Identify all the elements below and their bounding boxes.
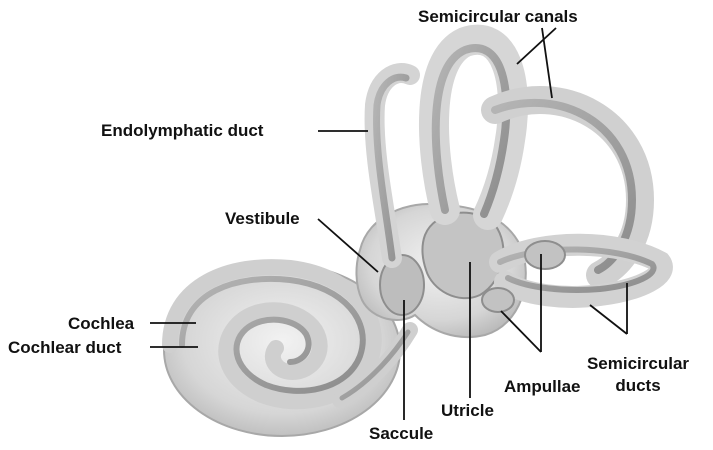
leader-semicircular-ducts-b [590,305,627,334]
label-endolymphatic-duct: Endolymphatic duct [101,121,263,140]
label-saccule: Saccule [369,424,433,443]
label-utricle: Utricle [441,401,494,420]
label-ampullae: Ampullae [504,377,581,396]
leader-semicircular-canals-a [517,28,556,64]
label-cochlear-duct: Cochlear duct [8,338,121,357]
label-cochlea: Cochlea [68,314,134,333]
ampulla-1 [525,241,565,269]
leader-ampullae-b [501,311,541,352]
label-vestibule: Vestibule [225,209,300,228]
label-semicircular-ducts-line2: ducts [579,376,697,395]
ampulla-2 [482,288,514,312]
label-semicircular-ducts-line1: Semicircular [579,354,697,373]
label-semicircular-canals: Semicircular canals [418,7,578,26]
